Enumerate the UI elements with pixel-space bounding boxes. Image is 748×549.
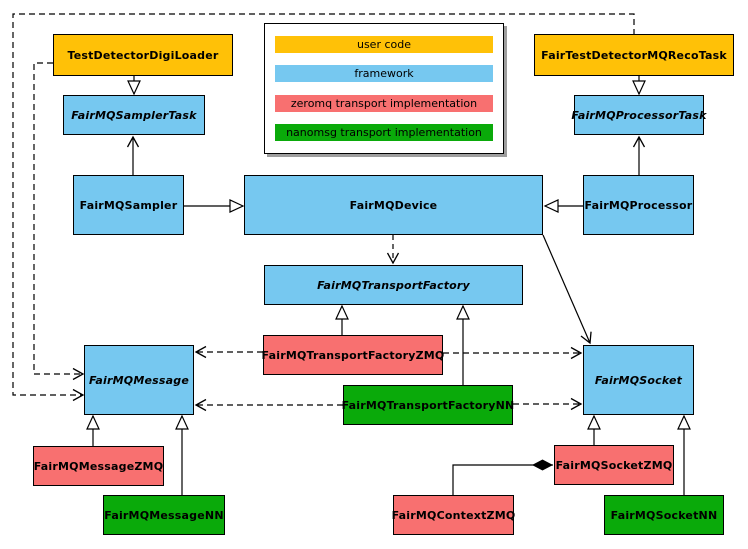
legend-item-zeromq: zeromq transport implementation [275,94,493,112]
legend-item-nanomsg: nanomsg transport implementation [275,123,493,141]
node-fairmqprocessortask: FairMQProcessorTask [571,95,706,135]
node-fairmqdevice: FairMQDevice [244,175,543,235]
node-fairmqtransportfactoryzmq: FairMQTransportFactoryZMQ [262,335,444,375]
node-testdetectordigiloader: TestDetectorDigiLoader [53,34,233,76]
node-fairmqsamplertask: FairMQSamplerTask [63,95,205,135]
edge-digiloader-message-dashed [33,62,85,381]
node-fairmqcontextzmq: FairMQContextZMQ [392,495,515,535]
edge-contextzmq-socketzmq-composition [452,459,553,495]
node-fairtestdetectormqrecotask: FairTestDetectorMQRecoTask [534,34,734,76]
legend-box: user code framework zeromq transport imp… [264,23,504,154]
node-fairmqsampler: FairMQSampler [73,175,184,235]
legend-item-user-code: user code [275,36,493,53]
node-fairmqmessage: FairMQMessage [84,345,194,415]
edge-recotask-message-dashed [12,13,635,402]
node-fairmqmessagezmq: FairMQMessageZMQ [33,446,164,486]
edge-device-socket [542,234,592,345]
node-fairmqsocketzmq: FairMQSocketZMQ [554,445,674,485]
node-fairmqtransportfactorynn: FairMQTransportFactoryNN [342,385,514,425]
node-fairmqmessagenn: FairMQMessageNN [103,495,225,535]
node-fairmqsocket: FairMQSocket [583,345,694,415]
node-fairmqsocketnn: FairMQSocketNN [604,495,724,535]
legend-item-framework: framework [275,65,493,83]
node-fairmqprocessor: FairMQProcessor [583,175,694,235]
node-fairmqtransportfactory: FairMQTransportFactory [264,265,523,305]
